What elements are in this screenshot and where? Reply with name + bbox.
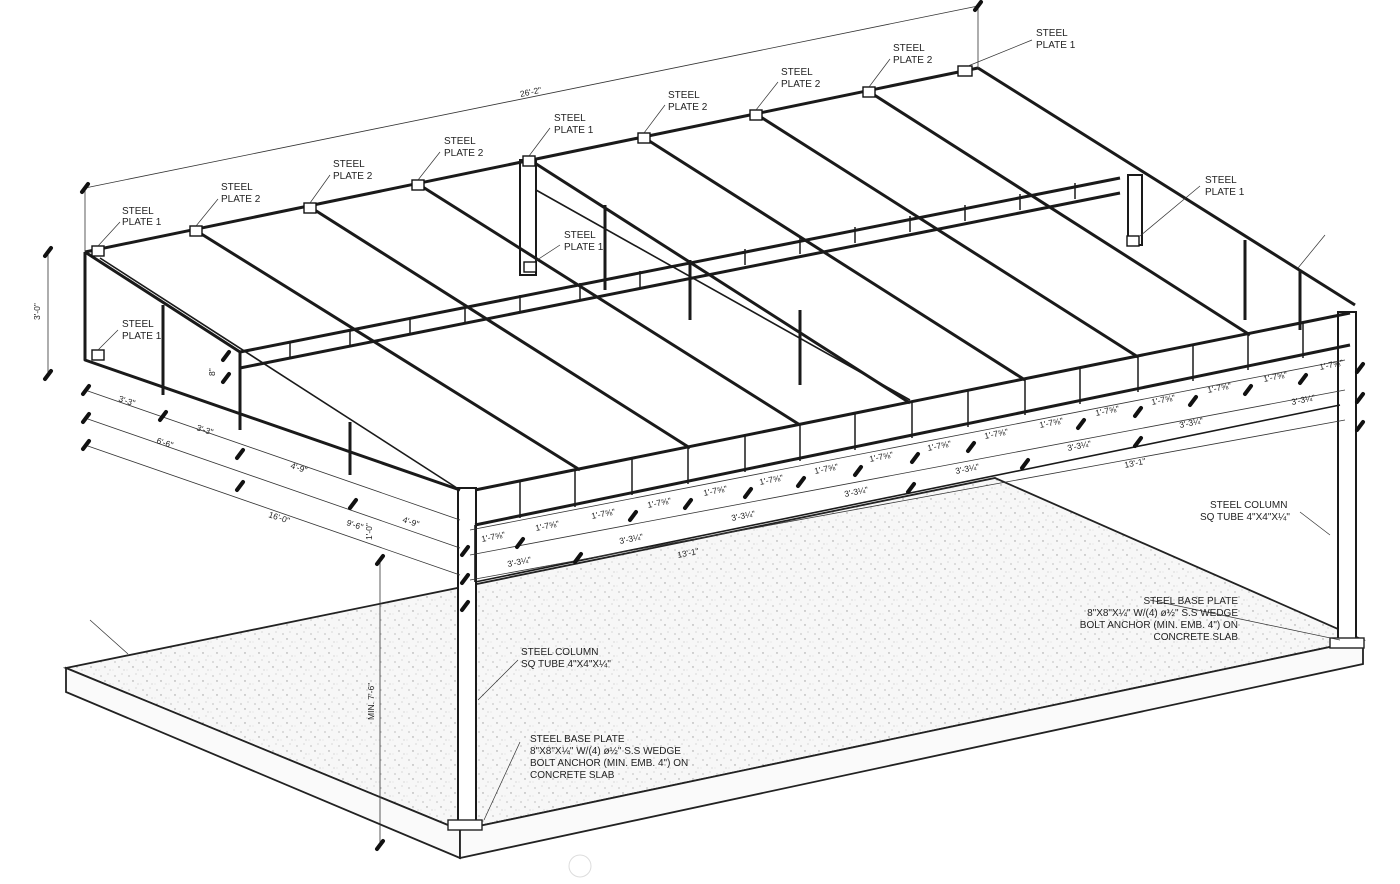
concrete-slab — [62, 477, 1366, 860]
label-column-right-line1: STEEL COLUMN — [1210, 500, 1287, 511]
dim-rear-mid-2: 3'-3¼" — [1066, 438, 1092, 453]
label-plate2-f-line1: STEEL — [893, 43, 925, 54]
label-plate2-f-line2: PLATE 2 — [893, 55, 933, 66]
label-plate2-b-line2: PLATE 2 — [333, 171, 373, 182]
dim-front-mid-2: 3'-3¼" — [618, 531, 644, 546]
label-plate1-a-line2: PLATE 1 — [122, 217, 162, 228]
dimension-labels: 26'-2" 3'-0" MIN. 7'-6" 3'-3" 3'-3" 6'-6… — [32, 85, 1344, 720]
dim-left-3: 6'-6" — [155, 435, 174, 450]
label-plate2-a-line1: STEEL — [221, 182, 253, 193]
label-plate1-b-line1: STEEL — [554, 113, 586, 124]
dim-overall-length: 26'-2" — [519, 85, 542, 99]
label-plate1-c-line2: PLATE 1 — [1036, 40, 1076, 51]
dim-rear-total: 13'-1" — [1123, 456, 1146, 470]
dim-rear-bay-1: 1'-7⅝" — [926, 438, 952, 453]
label-plate2-d-line1: STEEL — [668, 90, 700, 101]
dim-rear-bay-3: 1'-7⅝" — [1038, 415, 1064, 430]
dim-front-mid-3: 3'-3¼" — [730, 508, 756, 523]
dim-rear-bay-8: 1'-7⅝" — [1318, 357, 1344, 372]
dim-front-total: 13'-1" — [676, 546, 699, 560]
dim-small-v-2: 1'-0" — [364, 523, 374, 540]
dim-front-bay-5: 1'-7⅝" — [702, 483, 728, 498]
dim-small-v-1: 8" — [207, 368, 217, 376]
label-plate1-d-line1: STEEL — [1205, 175, 1237, 186]
label-base-right-line2: 8"X8"X¼" W/(4) ø½" S.S WEDGE — [1087, 607, 1238, 619]
label-base-right-line1: STEEL BASE PLATE — [1144, 596, 1239, 607]
label-column-front-line2: SQ TUBE 4"X4"X¼" — [521, 658, 611, 670]
dim-min-clear: MIN. 7'-6" — [366, 683, 376, 720]
dim-rear-mid-4: 3'-3¼" — [1290, 392, 1316, 407]
dim-rear-bay-6: 1'-7⅝" — [1206, 380, 1232, 395]
label-plate2-d-line2: PLATE 2 — [668, 102, 708, 113]
dim-front-bay-1: 1'-7⅝" — [480, 529, 506, 544]
dim-front-bay-2: 1'-7⅝" — [534, 518, 560, 533]
column-labels: STEEL COLUMN SQ TUBE 4"X4"X¼" STEEL COLU… — [521, 500, 1290, 670]
dim-front-mid-1: 3'-3¼" — [506, 554, 532, 569]
dim-front-bay-8: 1'-7⅝" — [868, 449, 894, 464]
label-column-right-line2: SQ TUBE 4"X4"X¼" — [1200, 511, 1290, 523]
dim-front-bay-7: 1'-7⅝" — [813, 461, 839, 476]
dim-left-7: 9'-6" — [345, 517, 364, 532]
north-marker — [568, 854, 592, 878]
label-plate1-e-line2: PLATE 1 — [564, 242, 604, 253]
dim-left-1: 3'-3" — [117, 393, 136, 408]
label-plate1-d-line2: PLATE 1 — [1205, 187, 1245, 198]
label-plate2-e-line1: STEEL — [781, 67, 813, 78]
dim-rear-mid-1: 3'-3¼" — [954, 461, 980, 476]
dim-rear-bay-2: 1'-7⅝" — [983, 426, 1009, 441]
dim-left-4: 4'-9" — [289, 460, 308, 475]
label-plate2-a-line2: PLATE 2 — [221, 194, 261, 205]
label-plate1-f-line1: STEEL — [122, 319, 154, 330]
label-base-front-line2: 8"X8"X¼" W/(4) ø½" S.S WEDGE — [530, 745, 681, 757]
plate-labels: STEEL PLATE 1 STEEL PLATE 2 STEEL PLATE … — [122, 28, 1245, 342]
label-plate1-a-line1: STEEL — [122, 206, 154, 217]
label-plate2-c-line2: PLATE 2 — [444, 148, 484, 159]
dim-rear-bay-4: 1'-7⅝" — [1094, 403, 1120, 418]
roof-frame — [83, 66, 1356, 583]
label-base-front-line1: STEEL BASE PLATE — [530, 734, 625, 745]
dim-left-5: 16'-0" — [267, 509, 291, 525]
dim-front-bay-3: 1'-7⅝" — [590, 506, 616, 521]
dimension-lines — [43, 0, 1365, 851]
dim-front-mid-4: 3'-3¼" — [843, 484, 869, 499]
leader-lines — [89, 39, 1341, 821]
label-plate2-b-line1: STEEL — [333, 159, 365, 170]
dim-left-6: 4'-9" — [401, 514, 420, 529]
label-base-front-line4: CONCRETE SLAB — [530, 770, 615, 781]
label-base-right-line4: CONCRETE SLAB — [1154, 632, 1239, 643]
label-plate2-c-line1: STEEL — [444, 136, 476, 147]
dim-rear-bay-7: 1'-7⅝" — [1262, 369, 1288, 384]
label-plate1-f-line2: PLATE 1 — [122, 331, 162, 342]
dim-front-bay-4: 1'-7⅝" — [646, 495, 672, 510]
steel-columns — [447, 159, 1365, 831]
dim-rear-mid-3: 3'-3¼" — [1178, 415, 1204, 430]
dim-height: 3'-0" — [32, 303, 42, 320]
label-base-right-line3: BOLT ANCHOR (MIN. EMB. 4") ON — [1080, 620, 1238, 631]
dim-left-2: 3'-3" — [195, 422, 214, 437]
label-column-front-line1: STEEL COLUMN — [521, 647, 598, 658]
label-plate2-e-line2: PLATE 2 — [781, 79, 821, 90]
label-plate1-e-line1: STEEL — [564, 230, 596, 241]
label-plate1-b-line2: PLATE 1 — [554, 125, 594, 136]
base-plate-labels: STEEL BASE PLATE 8"X8"X¼" W/(4) ø½" S.S … — [530, 596, 1238, 781]
dim-front-bay-6: 1'-7⅝" — [758, 472, 784, 487]
label-plate1-c-line1: STEEL — [1036, 28, 1068, 39]
label-base-front-line3: BOLT ANCHOR (MIN. EMB. 4") ON — [530, 758, 688, 769]
dim-rear-bay-5: 1'-7⅝" — [1150, 392, 1176, 407]
